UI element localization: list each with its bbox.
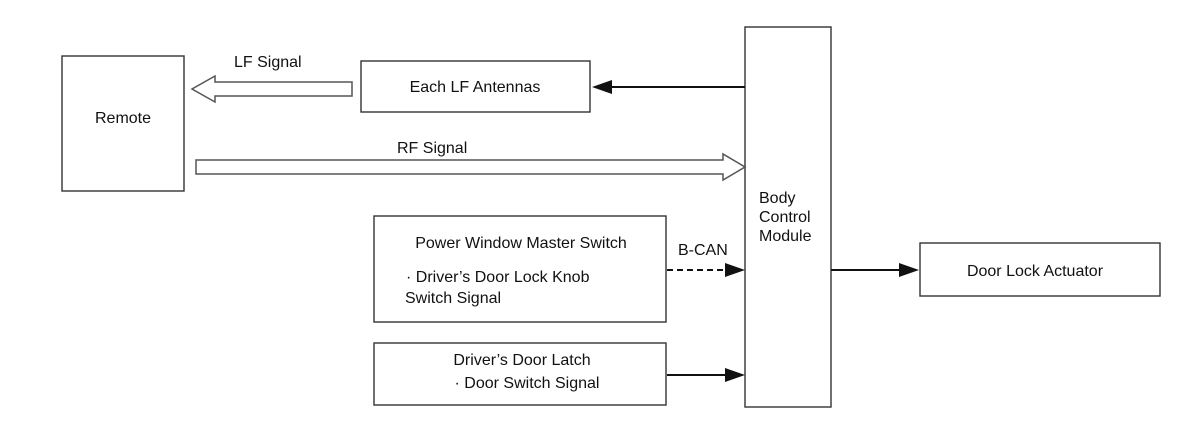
- bcan-arrow: B-CAN: [667, 242, 745, 277]
- lf-antennas-block: Each LF Antennas: [360, 60, 591, 113]
- bcm-to-antennas-head: [592, 80, 612, 94]
- rf-signal-label: RF Signal: [397, 140, 467, 157]
- bcm-label-line3: Module: [759, 228, 812, 245]
- lf-signal-label: LF Signal: [234, 54, 302, 71]
- latch-to-bcm-head: [725, 368, 745, 382]
- remote-box: [61, 55, 185, 192]
- latch-to-bcm-arrow: [667, 368, 745, 382]
- actuator-label: Door Lock Actuator: [967, 263, 1104, 280]
- bcm-label-line1: Body: [759, 190, 795, 207]
- power-window-signal-line1: · Driver’s Door Lock Knob: [406, 269, 590, 286]
- door-latch-signal: · Door Switch Signal: [455, 375, 600, 392]
- remote-block: Remote: [61, 55, 185, 192]
- actuator-block: Door Lock Actuator: [919, 242, 1161, 297]
- bcm-to-actuator-head: [899, 263, 919, 277]
- remote-label: Remote: [95, 110, 151, 127]
- power-window-box: [373, 215, 667, 323]
- power-window-block: Power Window Master Switch · Driver’s Do…: [373, 215, 667, 323]
- power-window-title: Power Window Master Switch: [415, 235, 627, 252]
- bcm-to-antennas-arrow: [592, 80, 745, 94]
- lf-signal-arrow-shape: [190, 74, 353, 104]
- bcm-to-actuator-arrow: [831, 263, 919, 277]
- bcm-label-line2: Control: [759, 209, 811, 226]
- power-window-signal-line2: Switch Signal: [405, 290, 501, 307]
- actuator-box: [919, 242, 1161, 297]
- rf-signal-arrow-shape: [195, 152, 747, 182]
- door-latch-title: Driver’s Door Latch: [453, 352, 590, 369]
- door-latch-block: Driver’s Door Latch · Door Switch Signal: [373, 342, 667, 406]
- door-latch-box: [373, 342, 667, 406]
- lf-antennas-box: [360, 60, 591, 113]
- rf-signal-arrow: RF Signal: [195, 140, 747, 182]
- bcan-head: [725, 263, 745, 277]
- bcan-label: B-CAN: [678, 242, 728, 259]
- lf-signal-arrow: LF Signal: [190, 54, 353, 104]
- bcm-box: [744, 26, 832, 408]
- lf-antennas-label: Each LF Antennas: [410, 79, 541, 96]
- bcm-block: Body Control Module: [744, 26, 832, 408]
